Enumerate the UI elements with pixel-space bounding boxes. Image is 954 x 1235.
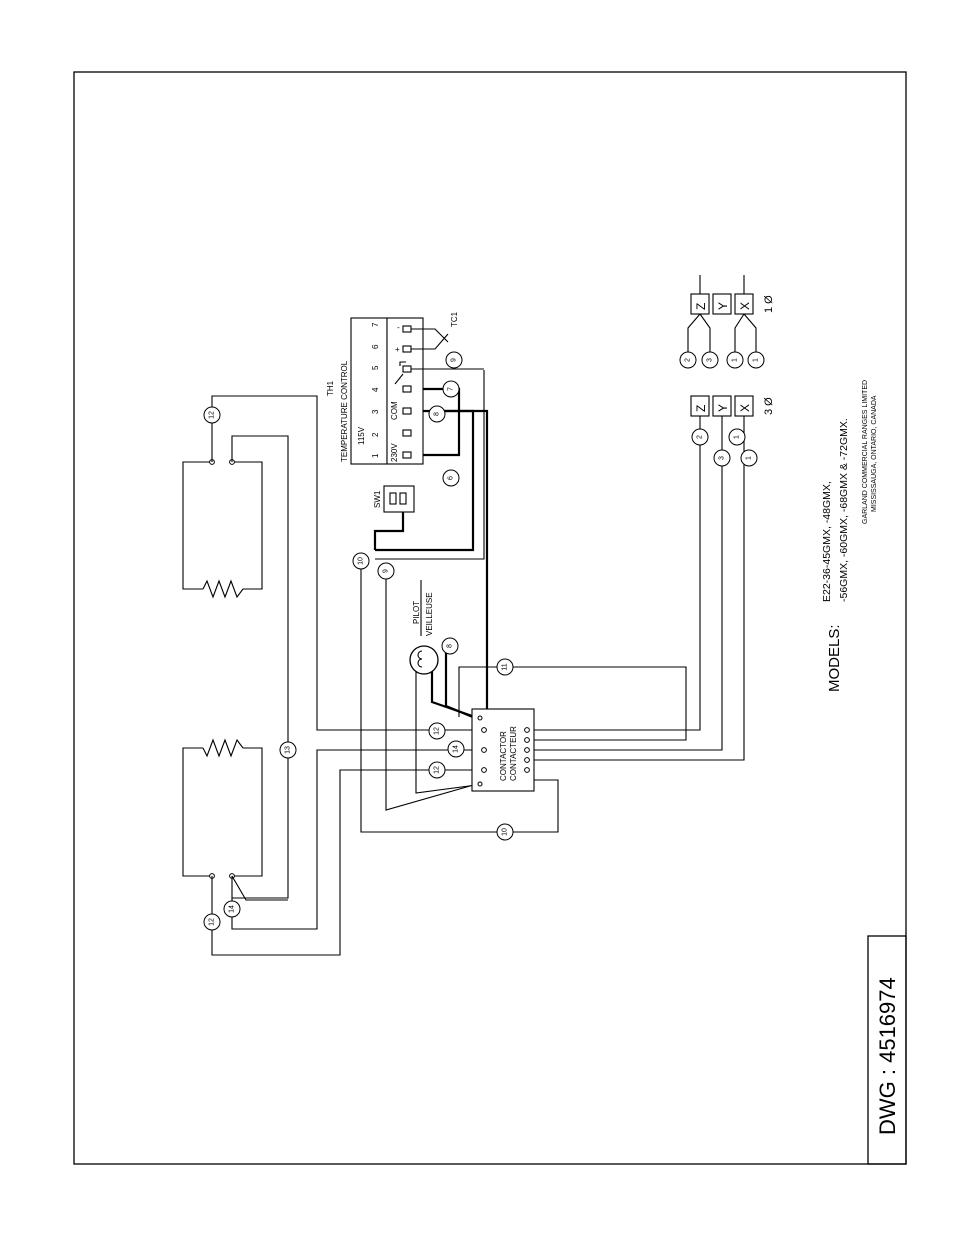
svg-text:9: 9: [383, 569, 390, 573]
contactor: CONTACTOR CONTACTEUR: [471, 708, 535, 792]
th1-tag: TH1: [326, 380, 335, 396]
wire-bubble-11: 11: [496, 658, 514, 676]
supply-1ph-z: Z: [694, 303, 708, 310]
contactor-label-en: CONTACTOR: [499, 731, 508, 781]
heating-element-top: [182, 459, 263, 599]
svg-text:12: 12: [434, 766, 441, 774]
svg-text:1: 1: [753, 358, 760, 362]
pilot-light: PILOT VEILLEUSE: [409, 580, 439, 675]
th1-terminal-7: 7: [371, 322, 380, 327]
th1-terminal-5: 5: [371, 365, 380, 370]
drawing-frame: [73, 71, 907, 1165]
svg-text:8: 8: [447, 644, 454, 648]
svg-text:12: 12: [209, 918, 216, 926]
supply-3ph-label: 3 Ø: [763, 397, 775, 415]
wire-bubble-3ph-x: 1: [728, 428, 746, 446]
contactor-label-fr: CONTACTEUR: [509, 726, 518, 781]
wire-bubble-3ph-x2: 1: [740, 449, 758, 467]
svg-text:7: 7: [448, 387, 455, 391]
svg-text:3: 3: [707, 358, 714, 362]
title-block: [867, 935, 907, 1165]
wire-bubble-10-bottom: 10: [496, 823, 514, 841]
th1-terminal-3: 3: [371, 409, 380, 414]
models-label: MODELS:: [826, 624, 843, 692]
th1-label-230v: 230V: [390, 443, 399, 462]
temperature-control: TH1 TEMPERATURE CONTROL 115V 230V COM 1 …: [326, 317, 424, 465]
manufacturer-location: MISSISSAUGA, ONTARIO, CANADA: [871, 395, 878, 512]
wire-bubble-1ph-z2: 3: [701, 351, 719, 369]
svg-text:2: 2: [685, 358, 692, 362]
svg-text:8: 8: [434, 412, 441, 416]
models-line-1: E22-36-45GMX, -48GMX,: [821, 481, 833, 602]
wire-bubble-8-th: 8: [428, 405, 446, 423]
th1-terminal-6: 6: [371, 344, 380, 349]
svg-text:1: 1: [732, 358, 739, 362]
supply-1ph-y: Y: [716, 302, 730, 310]
manufacturer-name: GARLAND COMMERCIAL RANGES LIMITED: [862, 380, 869, 524]
svg-text:3: 3: [719, 456, 726, 460]
wire-bubble-1ph-x2: 1: [747, 351, 765, 369]
wire-bubble-3ph-z: 2: [691, 428, 709, 446]
supply-3-phase: Z Y X 3 Ø: [690, 395, 775, 417]
wire-bubble-12-bottom: 12: [203, 913, 221, 931]
svg-text:10: 10: [502, 828, 509, 836]
svg-text:2: 2: [697, 435, 704, 439]
wire-bubble-14-bottom: 14: [223, 900, 241, 918]
svg-text:10: 10: [358, 557, 365, 565]
tc1-tag: TC1: [450, 311, 459, 327]
wire-bubble-10-left: 10: [352, 552, 370, 570]
svg-text:12: 12: [209, 411, 216, 419]
wire-bubble-1ph-x1: 1: [726, 351, 744, 369]
supply-3ph-z: Z: [694, 405, 708, 412]
th1-label-com: COM: [390, 401, 399, 420]
wire-bubble-1ph-z1: 2: [679, 351, 697, 369]
drawing-number: DWG : 4516974: [875, 977, 900, 1135]
th1-label-plus: +: [395, 345, 400, 354]
svg-text:6: 6: [448, 476, 455, 480]
svg-text:12: 12: [434, 727, 441, 735]
sw1-tag: SW1: [373, 490, 382, 508]
wire-bubble-12-contactor-b: 12: [428, 761, 446, 779]
th1-terminal-4: 4: [371, 387, 380, 392]
svg-text:1: 1: [746, 456, 753, 460]
svg-text:11: 11: [502, 663, 509, 670]
wire-bubble-8-pilot: 8: [441, 637, 459, 655]
pilot-label-fr: VEILLEUSE: [425, 592, 434, 636]
svg-text:13: 13: [285, 746, 292, 754]
wire-bubble-3ph-y: 3: [713, 449, 731, 467]
switch-sw1: SW1: [373, 485, 415, 513]
supply-1-phase: Z Y X 1 Ø: [687, 275, 775, 352]
svg-text:14: 14: [453, 745, 460, 753]
th1-title: TEMPERATURE CONTROL: [340, 360, 349, 462]
th1-terminal-1: 1: [371, 453, 380, 458]
th1-terminal-2: 2: [371, 432, 380, 437]
wire-bubble-9-th: 9: [445, 351, 463, 369]
supply-1ph-label: 1 Ø: [763, 295, 775, 313]
wire-bubble-9-left: 9: [377, 562, 395, 580]
wire-bubble-12-contactor-a: 12: [428, 722, 446, 740]
wire-bubble-6: 6: [442, 469, 460, 487]
pilot-label-en: PILOT: [412, 601, 421, 624]
wire-bubble-14-contactor: 14: [447, 740, 465, 758]
thermocouple: TC1: [411, 311, 484, 370]
supply-3ph-x: X: [738, 404, 752, 412]
th1-label-minus: -: [397, 323, 400, 332]
supply-1ph-x: X: [738, 302, 752, 310]
svg-text:9: 9: [451, 358, 458, 362]
svg-text:1: 1: [734, 435, 741, 439]
th1-label-115v: 115V: [357, 426, 366, 445]
wire-bubble-7: 7: [442, 380, 460, 398]
wire-bubble-13: 13: [279, 741, 297, 759]
svg-text:14: 14: [229, 905, 236, 913]
supply-3ph-y: Y: [716, 404, 730, 412]
wire-bubble-12-top: 12: [203, 406, 221, 424]
heating-element-bottom: [182, 738, 263, 879]
models-line-2: -56GMX, -60GMX, -68GMX & -72GMX.: [838, 418, 850, 602]
